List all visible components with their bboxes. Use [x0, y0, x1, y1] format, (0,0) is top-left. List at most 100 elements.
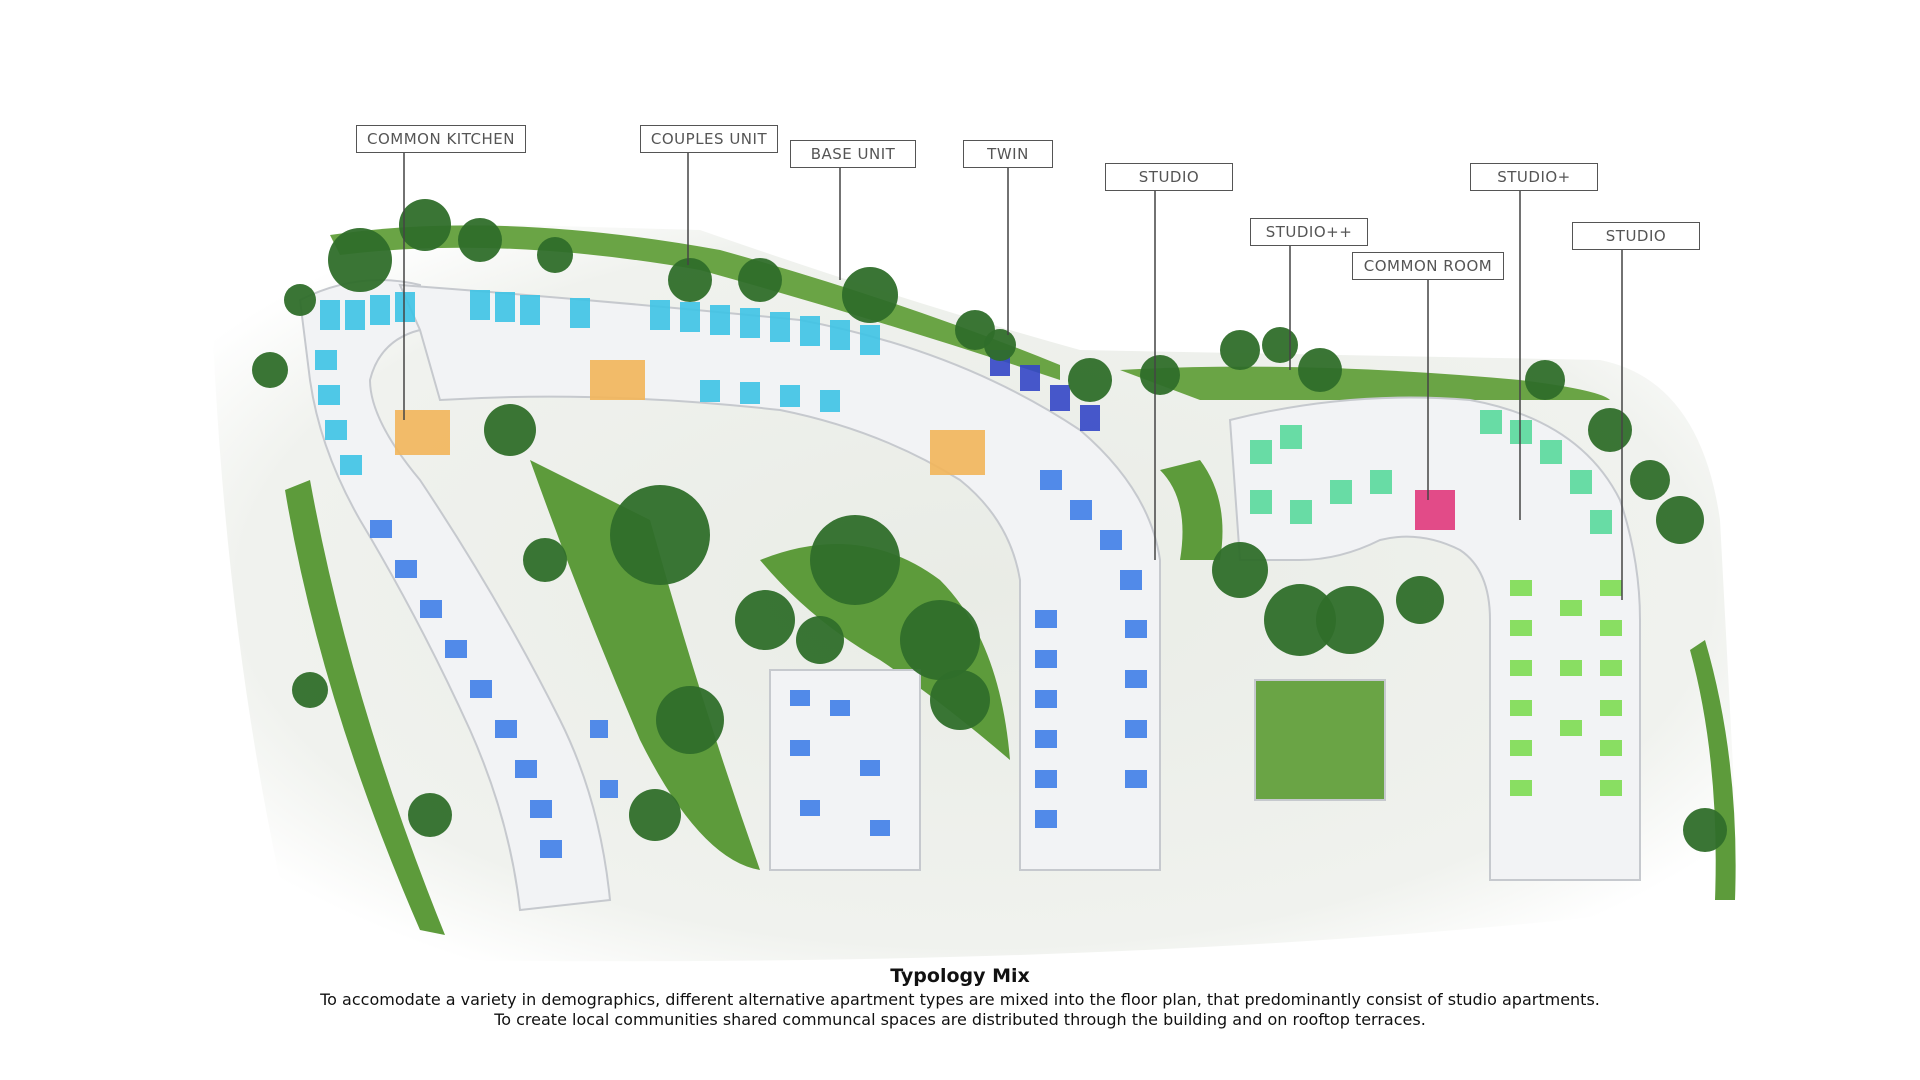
unit-patch	[340, 455, 362, 475]
unit-patch	[1510, 700, 1532, 716]
unit-patch	[1070, 500, 1092, 520]
unit-patch	[1600, 740, 1622, 756]
block-east-u	[1228, 396, 1641, 881]
lawn-north-ridge	[330, 225, 1060, 380]
unit-patch	[1125, 670, 1147, 688]
tree	[484, 404, 536, 456]
rooftop-terrace	[1254, 679, 1386, 801]
unit-patch	[495, 292, 515, 322]
unit-patch	[320, 300, 340, 330]
tree	[1588, 408, 1632, 452]
callout-base-unit: BASE UNIT	[790, 140, 916, 168]
tree	[1264, 584, 1336, 656]
callout-couples-unit: COUPLES UNIT	[640, 125, 778, 153]
unit-patch	[680, 302, 700, 332]
callout-common-kitchen: COMMON KITCHEN	[356, 125, 526, 153]
tree	[252, 352, 288, 388]
tree	[1683, 808, 1727, 852]
unit-patch	[395, 292, 415, 322]
unit-patch	[1510, 580, 1532, 596]
caption-line-2: To create local communities shared commu…	[494, 1010, 1426, 1029]
unit-patch	[470, 290, 490, 320]
tree	[1525, 360, 1565, 400]
unit-patch	[1600, 580, 1622, 596]
unit-patch	[1125, 720, 1147, 738]
unit-patch	[1100, 530, 1122, 550]
tree	[523, 538, 567, 582]
tree	[1298, 348, 1342, 392]
unit-patch	[1560, 660, 1582, 676]
unit-patch	[1120, 570, 1142, 590]
unit-patch	[1040, 470, 1062, 490]
lawn-courtyard-east	[1160, 460, 1223, 560]
unit-patch	[1510, 780, 1532, 796]
unit-patch	[520, 295, 540, 325]
unit-patch	[930, 430, 985, 475]
unit-patch	[370, 295, 390, 325]
unit-patch	[1080, 405, 1100, 431]
unit-patch	[1600, 780, 1622, 796]
tree	[458, 218, 502, 262]
unit-patch	[1370, 470, 1392, 494]
unit-patch	[1035, 610, 1057, 628]
unit-patch	[395, 560, 417, 578]
callout-studio-plus: STUDIO+	[1470, 163, 1598, 191]
unit-patch	[1600, 620, 1622, 636]
unit-patch	[860, 760, 880, 776]
unit-patch	[780, 385, 800, 407]
unit-patch	[700, 380, 720, 402]
callout-studio: STUDIO	[1105, 163, 1233, 191]
unit-patch	[540, 840, 562, 858]
tree	[842, 267, 898, 323]
unit-patch	[1510, 620, 1532, 636]
tree	[1068, 358, 1112, 402]
caption-title: Typology Mix	[890, 965, 1030, 987]
tree	[1396, 576, 1444, 624]
unit-patch	[1035, 810, 1057, 828]
tree	[1140, 355, 1180, 395]
unit-patch	[1560, 600, 1582, 616]
unit-patch	[1540, 440, 1562, 464]
unit-patch	[1290, 500, 1312, 524]
unit-patch	[1560, 720, 1582, 736]
unit-patch	[420, 600, 442, 618]
unit-patch	[515, 760, 537, 778]
unit-patch	[820, 390, 840, 412]
unit-patch	[740, 308, 760, 338]
tree	[408, 793, 452, 837]
tree	[399, 199, 451, 251]
tree	[537, 237, 573, 273]
callout-studio-plus-plus: STUDIO++	[1250, 218, 1368, 246]
unit-patch	[1035, 770, 1057, 788]
unit-patch	[1590, 510, 1612, 534]
unit-patch	[770, 312, 790, 342]
unit-patch	[650, 300, 670, 330]
tree	[1212, 542, 1268, 598]
tree	[284, 284, 316, 316]
unit-patch	[1035, 730, 1057, 748]
unit-patch	[1480, 410, 1502, 434]
tree	[796, 616, 844, 664]
trees	[252, 199, 1727, 852]
tree	[656, 686, 724, 754]
unit-patch	[860, 325, 880, 355]
unit-patch	[315, 350, 337, 370]
unit-patch	[710, 305, 730, 335]
unit-patch	[1510, 740, 1532, 756]
tree	[668, 258, 712, 302]
tree	[629, 789, 681, 841]
unit-patch	[1600, 700, 1622, 716]
unit-patch	[530, 800, 552, 818]
unit-patch	[1510, 420, 1532, 444]
tree	[810, 515, 900, 605]
block-west-curve	[298, 279, 612, 912]
unit-patch	[1570, 470, 1592, 494]
unit-patch	[600, 780, 618, 798]
tree	[1262, 327, 1298, 363]
tree	[984, 329, 1016, 361]
unit-patch	[790, 740, 810, 756]
tree	[735, 590, 795, 650]
unit-patch	[1250, 440, 1272, 464]
